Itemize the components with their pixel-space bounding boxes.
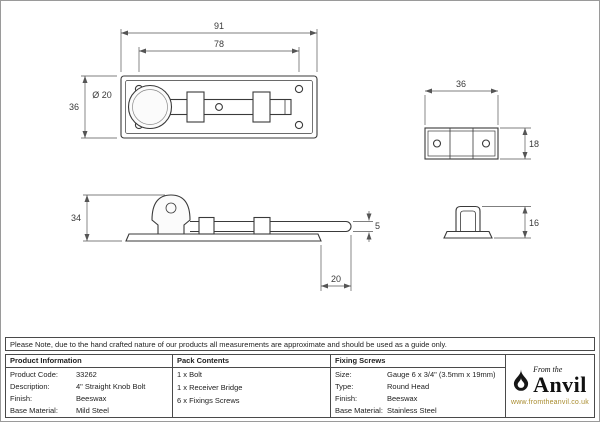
pack-contents-column: Pack Contents 1 x Bolt 1 x Receiver Brid… — [173, 355, 331, 417]
table-row: Type: Round Head — [331, 380, 505, 392]
bridge-base-side — [443, 230, 493, 239]
product-information-column: Product Information Product Code: 33262 … — [6, 355, 173, 417]
knob-side — [151, 194, 191, 235]
row-label: Finish: — [335, 394, 358, 404]
bridge-plate — [424, 127, 499, 160]
bridge-plate-inner-edge — [427, 130, 496, 157]
logo-text-stack: From the Anvil — [533, 366, 587, 396]
dim-throw — [320, 235, 352, 291]
drawing-bridge-side-view — [443, 205, 493, 239]
screw-hole — [432, 139, 442, 148]
bolt-knob — [127, 84, 173, 130]
row-value: Mild Steel — [76, 406, 109, 416]
dim-label-throw: 20 — [331, 274, 341, 284]
screw-hole — [294, 120, 304, 130]
dim-bridge-width — [424, 88, 499, 125]
bolt-knob-rim — [132, 89, 168, 125]
dim-label-side-height: 34 — [71, 213, 81, 223]
dim-plate-height — [81, 75, 117, 139]
shaft-hole — [215, 103, 223, 111]
row-value: Beeswax — [76, 394, 107, 404]
dim-label-knob-diameter: Ø 20 — [92, 90, 112, 100]
row-value: 33262 — [76, 369, 97, 379]
note-text: Please Note, due to the hand crafted nat… — [10, 339, 447, 349]
logo-website: www.fromtheanvil.co.uk — [511, 399, 589, 406]
row-label: Base Material: — [10, 406, 58, 416]
knob-side-detail — [165, 202, 177, 214]
pack-item: 6 x Fixings Screws — [177, 396, 240, 405]
technical-drawing-svg: 91 78 36 Ø 20 — [69, 21, 539, 291]
screw-hole — [294, 84, 304, 94]
table-row: Description: 4" Straight Knob Bolt — [6, 380, 172, 392]
table-row: 6 x Fixings Screws — [173, 394, 330, 407]
row-value: Round Head — [387, 381, 430, 391]
dim-plate-width — [120, 29, 318, 72]
table-row: Base Material: Stainless Steel — [331, 405, 505, 417]
drawing-bridge-top-view — [424, 127, 499, 160]
table-row: Product Code: 33262 — [6, 368, 172, 380]
bridge-loop-outer — [455, 205, 481, 232]
logo-lockup: From the Anvil — [513, 366, 587, 396]
row-label: Description: — [10, 381, 50, 391]
fixing-screws-header: Fixing Screws — [331, 355, 505, 368]
dim-label-bridge-height: 16 — [529, 218, 539, 228]
drawing-bolt-side-view — [125, 194, 352, 242]
row-label: Size: — [335, 369, 352, 379]
row-label: Finish: — [10, 394, 33, 404]
dim-side-height — [83, 194, 165, 242]
dim-bolt-thickness — [353, 211, 373, 242]
row-label: Product Code: — [10, 369, 58, 379]
technical-drawings: 91 78 36 Ø 20 — [1, 1, 599, 334]
screw-hole — [481, 139, 491, 148]
dim-hole-spacing — [138, 47, 300, 72]
table-row: Finish: Beeswax — [331, 393, 505, 405]
backplate-side — [125, 233, 322, 242]
note-bar: Please Note, due to the hand crafted nat… — [5, 337, 595, 351]
row-value: 4" Straight Knob Bolt — [76, 381, 146, 391]
dim-label-hole-spacing: 78 — [214, 39, 224, 49]
dim-label-plate-width: 91 — [214, 21, 224, 31]
product-info-table: Product Information Product Code: 33262 … — [5, 354, 595, 418]
pack-item: 1 x Receiver Bridge — [177, 383, 243, 392]
product-information-header: Product Information — [6, 355, 172, 368]
brand-logo: From the Anvil www.fromtheanvil.co.uk — [506, 355, 594, 417]
dim-label-bridge-width: 36 — [456, 79, 466, 89]
row-label: Base Material: — [335, 406, 383, 416]
bridge-loop-inner — [460, 210, 476, 232]
bolt-guide-side-right — [253, 216, 271, 235]
fixing-screws-column: Fixing Screws Size: Gauge 6 x 3/4" (3.5m… — [331, 355, 506, 417]
pack-item: 1 x Bolt — [177, 370, 203, 379]
bolt-backplate-inner-edge — [125, 80, 313, 134]
logo-brand-name: Anvil — [533, 372, 587, 397]
logo-tagline: From the — [533, 365, 563, 374]
bolt-guide-side-left — [198, 216, 215, 235]
row-label: Type: — [335, 381, 354, 391]
bolt-guide-right — [252, 91, 271, 123]
drawing-bolt-top-view — [120, 75, 318, 139]
dim-label-bridge-depth: 18 — [529, 139, 539, 149]
table-row: Size: Gauge 6 x 3/4" (3.5mm x 19mm) — [331, 368, 505, 380]
flame-icon — [513, 369, 529, 391]
dim-bridge-depth — [500, 127, 531, 160]
table-row: Base Material: Mild Steel — [6, 405, 172, 417]
row-value: Beeswax — [387, 394, 418, 404]
table-row: Finish: Beeswax — [6, 393, 172, 405]
dim-label-bolt-thickness: 5 — [375, 221, 380, 231]
bolt-guide-left — [186, 91, 205, 123]
row-value: Stainless Steel — [387, 406, 437, 416]
table-row: 1 x Bolt — [173, 368, 330, 381]
pack-contents-header: Pack Contents — [173, 355, 330, 368]
dim-label-plate-height: 36 — [69, 102, 79, 112]
table-row: 1 x Receiver Bridge — [173, 381, 330, 394]
row-value: Gauge 6 x 3/4" (3.5mm x 19mm) — [387, 369, 496, 379]
dim-bridge-height — [482, 206, 531, 239]
